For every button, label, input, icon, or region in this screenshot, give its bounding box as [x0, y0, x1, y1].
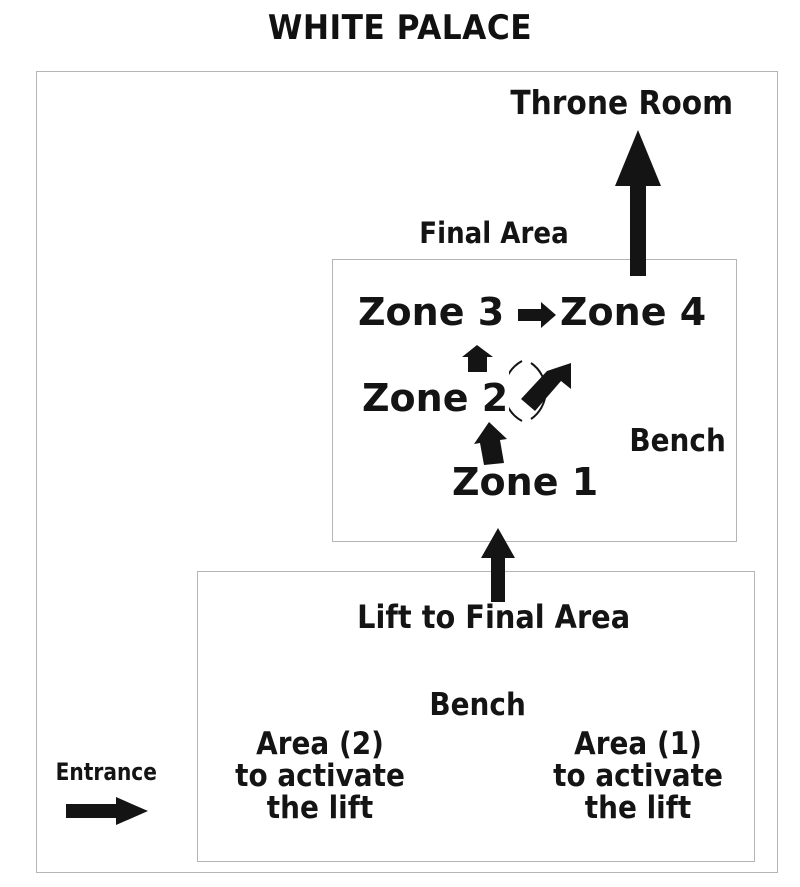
final-area-box	[332, 259, 737, 542]
bench-label-lift-area: Bench	[429, 687, 526, 723]
arrow-right-icon	[66, 797, 148, 825]
zone-1-label: Zone 1	[452, 460, 599, 504]
arrow-up-icon	[481, 528, 515, 602]
page-title: WHITE PALACE	[267, 8, 533, 48]
entrance-label: Entrance	[55, 758, 157, 786]
arrow-up-icon	[615, 130, 661, 276]
area-1-line-2: to activate	[553, 758, 723, 795]
area-2-activate-lift-label: Area (2) to activate the lift	[203, 728, 437, 825]
lift-to-final-area-label: Lift to Final Area	[357, 598, 631, 636]
bench-label-final-area: Bench	[629, 423, 726, 459]
zone-3-label: Zone 3	[358, 290, 505, 334]
arrow-right-icon	[518, 302, 556, 328]
area-1-line-1: Area (1)	[574, 726, 702, 762]
arrow-up-icon	[462, 345, 493, 372]
area-2-line-2: to activate	[235, 758, 405, 795]
area-1-activate-lift-label: Area (1) to activate the lift	[521, 728, 755, 825]
zone-2-label: Zone 2	[362, 376, 509, 420]
area-2-line-3: the lift	[266, 790, 374, 827]
zone-4-label: Zone 4	[560, 290, 707, 334]
palace-outer-box	[36, 71, 778, 873]
throne-room-label: Throne Room	[510, 83, 734, 122]
lift-area-box	[197, 571, 755, 862]
area-1-line-3: the lift	[584, 790, 692, 827]
final-area-label: Final Area	[419, 216, 569, 250]
rotate-arrow-icon	[509, 360, 571, 422]
area-2-line-1: Area (2)	[256, 726, 384, 762]
arrow-up-icon	[474, 422, 507, 465]
